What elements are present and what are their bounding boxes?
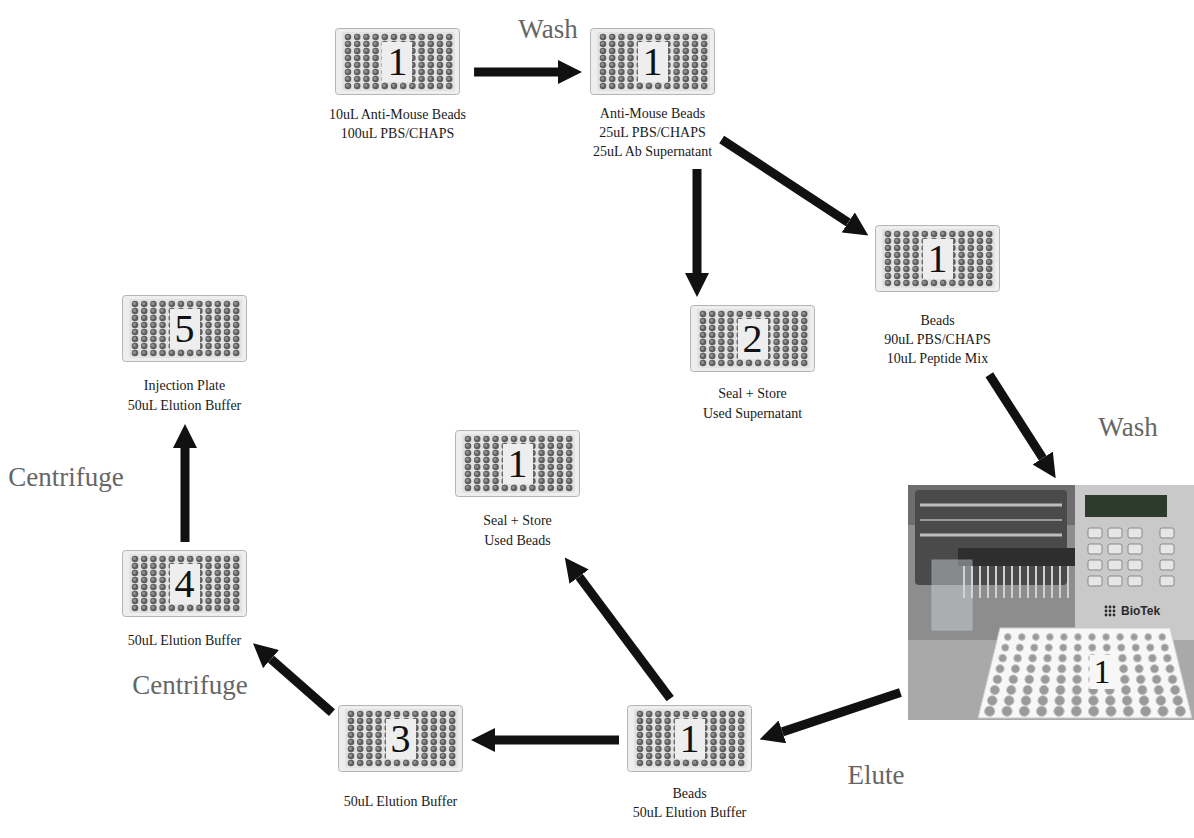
flow-arrow	[693, 169, 702, 273]
flow-arrow	[579, 577, 670, 699]
plate-caption: 10uL Anti-Mouse Beads	[329, 105, 466, 124]
plate-caption: 50uL Elution Buffer	[122, 631, 247, 650]
plate-caption: Seal + Store	[455, 511, 580, 531]
plate-caption: 50uL Elution Buffer	[338, 792, 463, 811]
well-plate: 1Beads50uL Elution Buffer	[627, 705, 752, 822]
plate-caption: Beads	[627, 784, 752, 803]
plate-number: 1	[382, 42, 412, 82]
brand-logo: BioTek	[1121, 604, 1160, 618]
plate-caption: 50uL Elution Buffer	[122, 396, 247, 416]
plate-caption: Injection Plate	[122, 376, 247, 396]
well-plate: 1Anti-Mouse Beads25uL PBS/CHAPS25uL Ab S…	[590, 28, 715, 161]
step-label: Wash	[515, 15, 580, 45]
plate-image: 1	[627, 705, 752, 772]
plate-number: 1	[923, 239, 953, 279]
well-plate: 1Seal + StoreUsed Beads	[455, 430, 580, 551]
flow-arrow	[782, 693, 900, 732]
step-label: Elute	[845, 761, 908, 791]
plate-number: 4	[170, 564, 200, 604]
plate-caption: Anti-Mouse Beads	[590, 104, 715, 123]
plate-number: 2	[738, 319, 768, 359]
well-plate: 1Beads90uL PBS/CHAPS10uL Peptide Mix	[875, 225, 1000, 368]
plate-caption: 25uL Ab Supernatant	[590, 142, 715, 161]
well-plate: 5Injection Plate50uL Elution Buffer	[122, 295, 247, 416]
plate-image: 1	[875, 225, 1000, 292]
plate-number: 1	[503, 444, 533, 484]
step-label: Centrifuge	[5, 463, 126, 493]
plate-caption: 100uL PBS/CHAPS	[329, 124, 466, 143]
plate-number: 5	[170, 309, 200, 349]
plate-image: 1	[590, 28, 715, 95]
flow-arrow	[271, 659, 332, 713]
plate-caption: Seal + Store	[690, 384, 815, 404]
well-plate: 2Seal + StoreUsed Supernatant	[690, 305, 815, 424]
plate-image: 1	[335, 28, 460, 95]
plate-number: 1	[1090, 655, 1115, 689]
plate-caption: Used Beads	[455, 531, 580, 551]
plate-image: 2	[690, 305, 815, 372]
plate-washer-photo	[908, 485, 1194, 720]
plate-caption: 10uL Peptide Mix	[875, 349, 1000, 368]
plate-caption: Beads	[875, 311, 1000, 330]
plate-caption: Used Supernatant	[690, 404, 815, 424]
flow-arrow	[181, 448, 190, 542]
washer-photo: 1	[908, 485, 1194, 720]
plate-caption: 50uL Elution Buffer	[627, 803, 752, 822]
step-label: Centrifuge	[129, 671, 250, 701]
step-label: Wash	[1095, 413, 1160, 443]
well-plate: 4 50uL Elution Buffer	[122, 550, 247, 650]
plate-caption: 90uL PBS/CHAPS	[875, 330, 1000, 349]
plate-number: 1	[638, 42, 668, 82]
flow-arrow	[989, 375, 1042, 458]
well-plate: 3 50uL Elution Buffer	[338, 705, 463, 811]
plate-number: 1	[675, 719, 705, 759]
plate-number: 3	[386, 719, 416, 759]
flow-arrow	[474, 68, 558, 77]
plate-image: 5	[122, 295, 247, 362]
plate-image: 1	[455, 430, 580, 497]
well-plate: 1 10uL Anti-Mouse Beads100uL PBS/CHAPS	[329, 28, 466, 143]
flow-arrow	[722, 139, 849, 222]
flow-arrow	[495, 736, 619, 745]
plate-image: 3	[338, 705, 463, 772]
plate-caption: 25uL PBS/CHAPS	[590, 123, 715, 142]
plate-image: 4	[122, 550, 247, 617]
